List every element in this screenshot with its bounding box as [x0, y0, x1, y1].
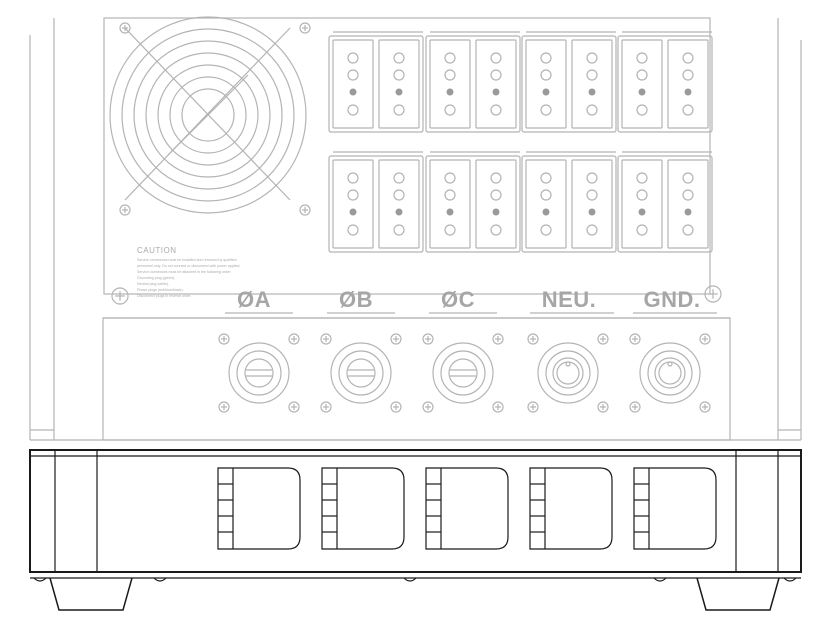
caution-line: Neutral plug (white), — [137, 282, 170, 286]
screw-icon — [704, 285, 722, 303]
outlet-module-icon — [525, 159, 567, 249]
fan-grille-ring — [121, 28, 295, 202]
camlock-connector-icon — [422, 333, 504, 413]
caution-line: Disconnect plugs in reverse order. — [137, 294, 192, 298]
outlet-module-icon — [378, 39, 420, 129]
base-bumper — [33, 577, 47, 582]
screw-icon — [629, 333, 641, 345]
outlet-module-icon — [571, 159, 613, 249]
screw-icon — [218, 401, 230, 413]
outlet-group-frame — [521, 35, 617, 133]
outlet-group-frame — [521, 155, 617, 253]
outlet-module-icon — [667, 39, 709, 129]
screw-icon — [218, 333, 230, 345]
right-foot — [696, 577, 780, 611]
fan-grille-ring — [133, 40, 283, 190]
outlet-group-frame — [617, 155, 713, 253]
fan-grille-ring — [181, 88, 235, 142]
screw-icon — [390, 401, 402, 413]
screw-icon — [597, 401, 609, 413]
base-bumper — [403, 577, 417, 582]
label-ground: GND. — [643, 287, 701, 312]
outlet-group-frame — [425, 155, 521, 253]
screw-icon — [320, 333, 332, 345]
outlet-module-icon — [621, 159, 663, 249]
base-bumper — [653, 577, 667, 582]
outlet-module-icon — [378, 159, 420, 249]
base-bumper — [783, 577, 797, 582]
handle-cutout-icon — [425, 467, 509, 550]
caution-line: Phase plugs (red/blue/black). — [137, 288, 184, 292]
screw-icon — [111, 287, 129, 305]
label-phase-b: ØB — [339, 287, 373, 312]
handle-cutout-icon — [529, 467, 613, 550]
screw-icon — [597, 333, 609, 345]
fan-grille-strut — [124, 27, 291, 201]
caution-line: Grounding plug (green), — [137, 276, 176, 280]
fan-blade-line — [167, 74, 249, 156]
outlet-module-icon — [475, 159, 517, 249]
camlock-connector-icon — [320, 333, 402, 413]
screw-icon — [288, 401, 300, 413]
left-foot — [49, 577, 133, 611]
fan-grille-ring — [157, 64, 259, 166]
label-phase-a: ØA — [237, 287, 271, 312]
handle-cutout-icon — [321, 467, 405, 550]
caution-notice: CAUTION Service connectors must be insta… — [137, 246, 297, 299]
screw-icon — [629, 401, 641, 413]
caution-line: personnel only. Do not connect or discon… — [137, 264, 241, 268]
outlet-group-frame — [328, 155, 424, 253]
screw-icon — [119, 204, 131, 216]
screw-icon — [699, 333, 711, 345]
screw-icon — [299, 22, 311, 34]
screw-icon — [422, 401, 434, 413]
outlet-module-icon — [621, 39, 663, 129]
camlock-connector-icon — [629, 333, 711, 413]
outlet-module-icon — [429, 39, 471, 129]
outlet-module-icon — [332, 39, 374, 129]
outlet-module-icon — [667, 159, 709, 249]
screw-icon — [390, 333, 402, 345]
screw-icon — [699, 401, 711, 413]
fan-housing — [109, 16, 307, 214]
fan-grille-icon — [109, 16, 311, 216]
outlet-module-icon — [332, 159, 374, 249]
handle-cutout-icon — [217, 467, 301, 550]
outlet-group-frame — [617, 35, 713, 133]
outlet-module-icon — [429, 159, 471, 249]
connector-panel — [102, 317, 731, 441]
screw-icon — [320, 401, 332, 413]
outlet-module-icon — [475, 39, 517, 129]
screw-icon — [119, 22, 131, 34]
outlet-module-icon — [571, 39, 613, 129]
outlet-module-icon — [525, 39, 567, 129]
label-neutral: NEU. — [541, 287, 597, 312]
screw-icon — [527, 333, 539, 345]
base-bumper — [153, 577, 167, 582]
screw-icon — [422, 333, 434, 345]
camlock-connector-icon — [218, 333, 300, 413]
screw-icon — [299, 204, 311, 216]
screw-icon — [492, 333, 504, 345]
label-phase-c: ØC — [441, 287, 475, 312]
screw-icon — [288, 333, 300, 345]
handle-cutout-icon — [633, 467, 717, 550]
fan-grille-ring — [145, 52, 271, 178]
screw-icon — [492, 401, 504, 413]
outlet-group-frame — [328, 35, 424, 133]
outlet-group-frame — [425, 35, 521, 133]
caution-line: Service connectors must be attached in t… — [137, 270, 232, 274]
screw-icon — [527, 401, 539, 413]
fan-grille-ring — [169, 76, 247, 154]
caution-line: Service connectors must be installed and… — [137, 258, 237, 262]
caution-title: CAUTION — [137, 246, 177, 255]
camlock-connector-icon — [527, 333, 609, 413]
